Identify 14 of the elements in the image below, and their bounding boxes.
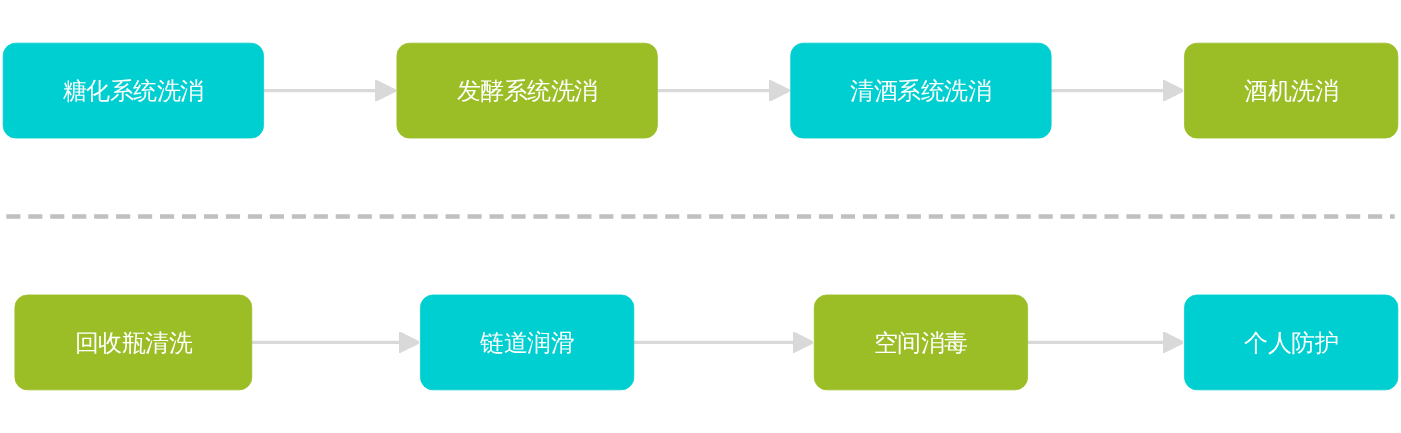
arrow: [633, 331, 815, 354]
process-box: 链道润滑: [420, 294, 635, 391]
arrow: [263, 79, 397, 102]
arrow: [657, 79, 791, 102]
process-box: 空间消毒: [813, 294, 1028, 391]
process-box: 清酒系统洗消: [790, 42, 1052, 139]
arrow: [1027, 331, 1185, 354]
arrow: [1051, 79, 1185, 102]
arrow: [251, 331, 421, 354]
process-box: 回收瓶清洗: [14, 294, 253, 391]
process-box: 个人防护: [1184, 294, 1399, 391]
process-box: 酒机洗消: [1184, 42, 1399, 139]
process-box: 发酵系统洗消: [396, 42, 658, 139]
process-box: 糖化系统洗消: [2, 42, 264, 139]
